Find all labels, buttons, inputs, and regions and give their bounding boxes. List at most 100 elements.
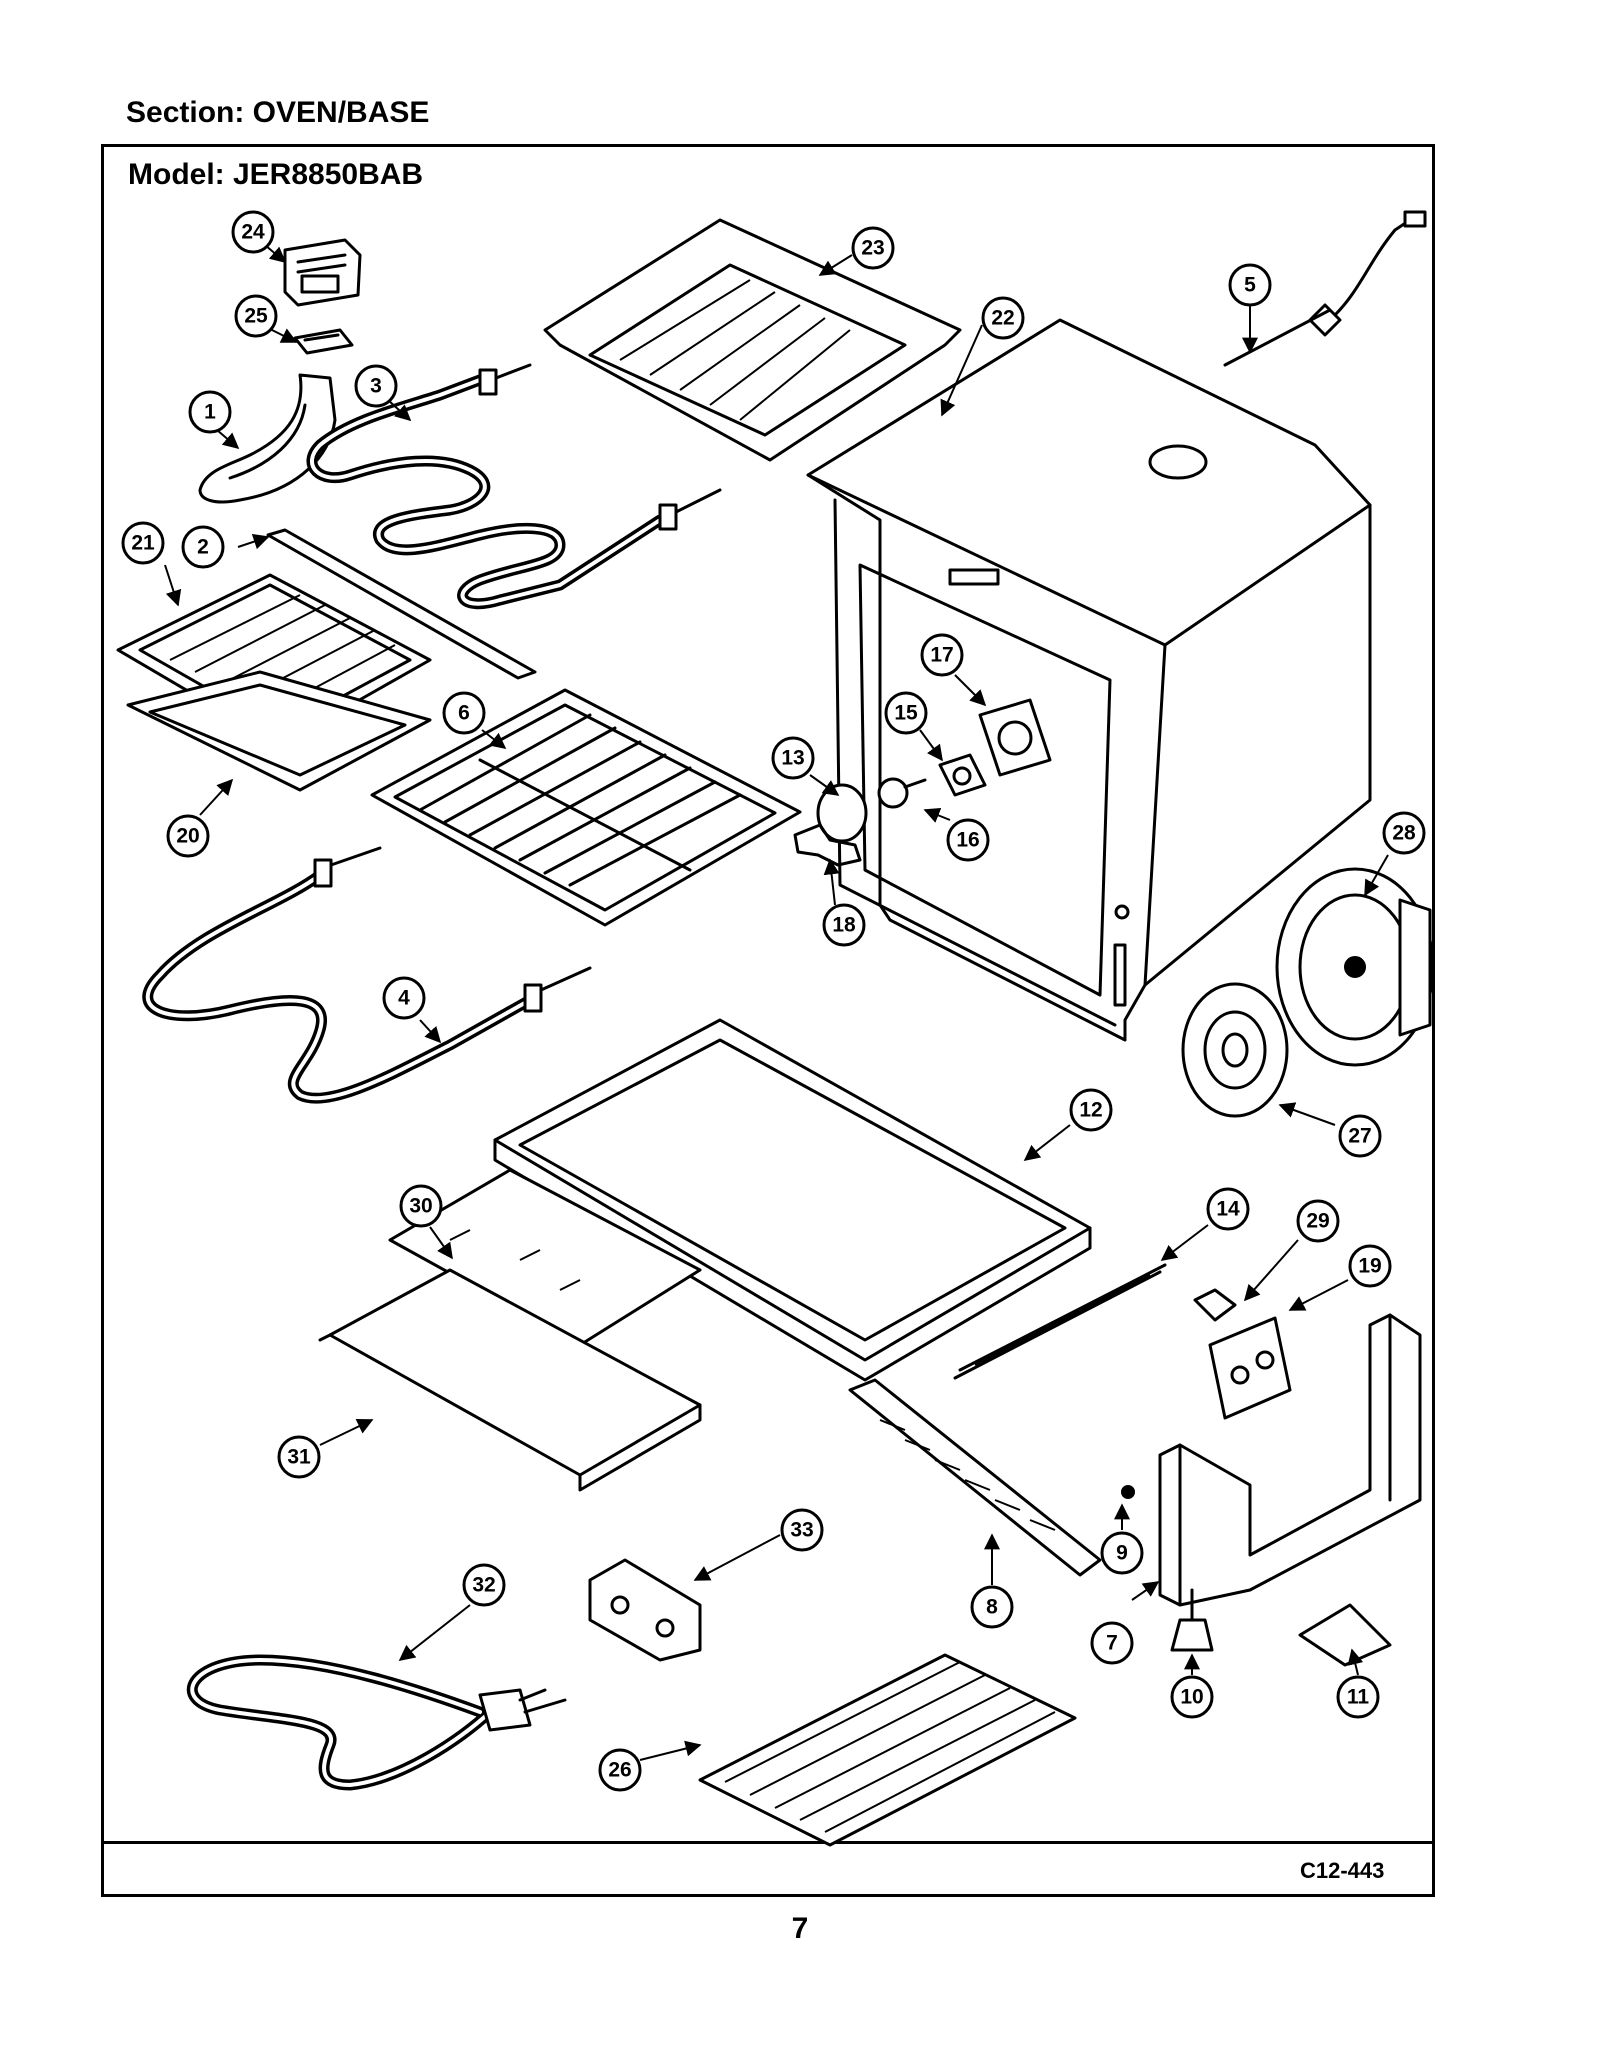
callout-label: 10: [1180, 1686, 1203, 1709]
part-3-broil-element-drawing: [306, 363, 722, 610]
callout-31: 31: [277, 1435, 321, 1479]
part-28-convection-fan-drawing: [1275, 867, 1435, 1067]
callout-20: 20: [166, 814, 210, 858]
callout-23: 23: [851, 226, 895, 270]
callout-30: 30: [399, 1184, 443, 1228]
callout-5: 5: [1228, 263, 1272, 307]
callout-label: 24: [241, 221, 265, 244]
callout-11: 11: [1336, 1675, 1380, 1719]
model-title: Model: JER8850BAB: [128, 158, 424, 191]
part-26-oven-rack-drawing: [698, 1653, 1077, 1847]
callout-label: 27: [1348, 1125, 1371, 1148]
part-23-top-panel-drawing: [543, 218, 962, 462]
callout-label: 7: [1106, 1632, 1118, 1655]
callout-label: 26: [608, 1759, 631, 1782]
part-2-strip-drawing: [266, 528, 537, 680]
part-10-leveling-leg-drawing: [1170, 1588, 1214, 1652]
callout-label: 2: [197, 536, 209, 559]
callout-label: 25: [244, 305, 268, 328]
callout-13: 13: [771, 736, 815, 780]
drawing-code: C12-443: [1300, 1858, 1385, 1883]
callout-22: 22: [981, 296, 1025, 340]
callout-label: 22: [991, 307, 1014, 330]
callout-label: 33: [790, 1519, 813, 1542]
callout-label: 18: [832, 914, 856, 937]
callout-1: 1: [188, 390, 232, 434]
part-15-lamp-receptacle-drawing: [938, 753, 987, 797]
callout-label: 5: [1244, 274, 1256, 297]
part-18-gasket-drawing: [793, 823, 862, 867]
callout-8: 8: [970, 1585, 1014, 1629]
callout-label: 6: [458, 702, 470, 725]
callout-2: 2: [181, 525, 225, 569]
callout-25: 25: [234, 294, 278, 338]
callout-label: 11: [1347, 1686, 1370, 1709]
part-9-screw-drawing: [1121, 1485, 1135, 1499]
callout-label: 19: [1358, 1255, 1381, 1278]
part-oven-cavity-drawing: [806, 318, 1372, 1042]
part-16-bulb-drawing: [877, 777, 927, 809]
section-title: Section: OVEN/BASE: [126, 96, 430, 129]
callout-label: 15: [894, 702, 918, 725]
callout-label: 28: [1392, 822, 1416, 845]
callout-label: 29: [1306, 1210, 1329, 1233]
callout-3: 3: [354, 364, 398, 408]
callout-label: 32: [472, 1574, 495, 1597]
callout-label: 23: [861, 237, 884, 260]
callout-label: 30: [409, 1195, 432, 1218]
callout-label: 12: [1079, 1099, 1102, 1122]
callout-33: 33: [780, 1508, 824, 1552]
callout-label: 13: [781, 747, 804, 770]
part-14-rail-drawing: [953, 1263, 1167, 1380]
callout-label: 16: [956, 829, 979, 852]
callout-32: 32: [462, 1563, 506, 1607]
callout-label: 31: [287, 1446, 311, 1469]
callout-label: 21: [131, 532, 155, 555]
callout-4: 4: [382, 976, 426, 1020]
callout-16: 16: [946, 818, 990, 862]
part-29-connector-drawing: [1193, 1288, 1237, 1322]
callout-label: 20: [176, 825, 199, 848]
part-17-socket-drawing: [978, 698, 1052, 777]
callout-17: 17: [920, 633, 964, 677]
part-12-bottom-tray-drawing: [493, 1018, 1092, 1382]
callout-6: 6: [442, 691, 486, 735]
callout-28: 28: [1382, 811, 1426, 855]
callout-label: 1: [204, 401, 216, 424]
callout-12: 12: [1069, 1088, 1113, 1132]
part-20-broiler-pan-drawing: [126, 670, 432, 792]
callout-21: 21: [121, 521, 165, 565]
callout-14: 14: [1206, 1187, 1250, 1231]
callout-9: 9: [1100, 1531, 1144, 1575]
part-11-anti-tip-bracket-drawing: [1298, 1603, 1392, 1667]
part-4-bake-element-drawing: [142, 846, 592, 1104]
part-6-oven-rack-drawing: [370, 688, 802, 927]
part-32-hidden-bake-element-drawing: [186, 1654, 567, 1791]
frame-footer-divider: [104, 1841, 1432, 1844]
callout-label: 3: [370, 375, 382, 398]
callout-label: 14: [1216, 1198, 1240, 1221]
leader-lines: [164, 244, 1389, 1761]
callout-label: 9: [1116, 1542, 1128, 1565]
callout-10: 10: [1170, 1675, 1214, 1719]
callout-7: 7: [1090, 1621, 1134, 1665]
callout-29: 29: [1296, 1199, 1340, 1243]
part-24-bracket-drawing: [283, 238, 362, 307]
callout-label: 8: [986, 1596, 998, 1619]
part-19-bracket-plate-drawing: [1208, 1316, 1292, 1420]
diagram-frame: Model: JER8850BAB: [101, 144, 1435, 1897]
page-number: 7: [791, 1912, 809, 1945]
callout-label: 4: [398, 987, 410, 1010]
callout-18: 18: [822, 903, 866, 947]
part-5-sensor-drawing: [1223, 210, 1427, 367]
callout-26: 26: [598, 1748, 642, 1792]
callout-27: 27: [1338, 1114, 1382, 1158]
part-25-small-plate-drawing: [293, 328, 354, 355]
callout-label: 17: [930, 644, 953, 667]
part-7-leveling-bracket-drawing: [1158, 1313, 1422, 1607]
part-33-hinge-bracket-drawing: [588, 1558, 702, 1662]
part-31-panel-drawing: [318, 1268, 702, 1492]
callout-19: 19: [1348, 1244, 1392, 1288]
part-27-fan-cover-drawing: [1181, 982, 1289, 1118]
